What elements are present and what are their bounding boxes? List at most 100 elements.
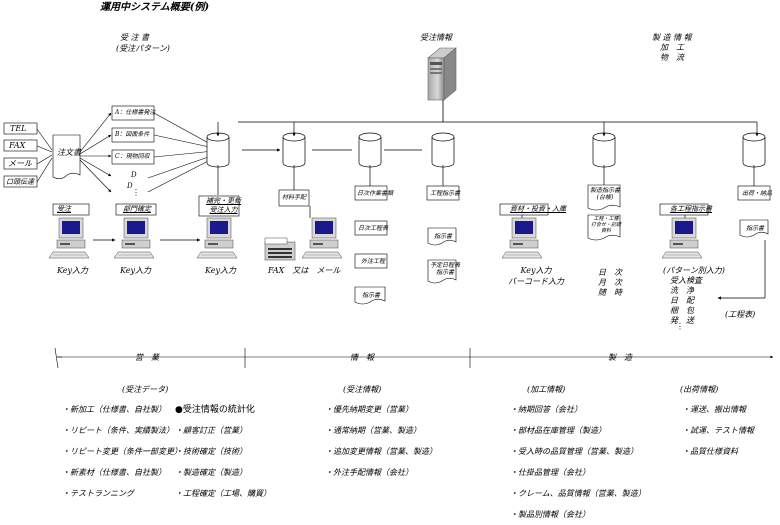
order-form-document <box>52 134 81 180</box>
order-info-header: 受注情報 <box>420 33 452 42</box>
process-label: 工程指示書 <box>430 190 461 197</box>
pattern-b: B：図面条件 <box>115 131 150 138</box>
workstation-computer-icon <box>196 217 238 259</box>
process-box <box>426 185 460 201</box>
workstations <box>48 195 709 259</box>
pattern-arrows <box>79 112 112 193</box>
section-list-item: ・仕掛品管理（会社） <box>510 468 590 477</box>
phase-mfg: 製 造 <box>608 353 632 362</box>
workstation-computer-icon <box>501 217 543 259</box>
workstation-label-1: 部門確定 <box>123 205 151 213</box>
period-daily: 日 次 <box>598 268 622 277</box>
document-shapes <box>278 184 771 305</box>
workstation-computer-icon <box>113 217 155 259</box>
input-tel: TEL <box>10 124 27 133</box>
database-cylinder-icon <box>742 132 766 168</box>
section-title-order-data: (受注データ) <box>122 385 169 394</box>
database-cylinders <box>206 132 766 168</box>
process-doc-label-2: 予定日程表 指示書 <box>430 262 461 276</box>
process-doc-label-1: 指示書 <box>434 233 453 240</box>
pattern-input-ellipsis: ⋮ <box>676 322 684 331</box>
section-list-item: ・試運、テスト情報 <box>682 426 754 435</box>
workstation-caption-3: FAX 又は メール <box>268 266 341 275</box>
database-cylinder-icon <box>282 132 306 168</box>
server-icon <box>427 47 457 101</box>
daily-box-1 <box>354 185 388 201</box>
workstation-computer-icon <box>48 217 90 259</box>
section-list-item: ・新素材（仕様書、自社製） <box>62 468 166 477</box>
order-form-label: 注文書 <box>57 148 81 157</box>
daily-label-2: 日次工程表 <box>358 225 389 232</box>
workstation-label-box <box>198 195 240 217</box>
phase-timeline <box>54 347 774 369</box>
section-list-item: ●受注情報の統計化 <box>175 405 255 415</box>
workstation-arrows <box>93 205 766 300</box>
phase-info: 情 報 <box>350 353 374 362</box>
input-mail: メール <box>8 159 32 168</box>
mfg-info-header: 製 造 情 報 <box>652 33 692 42</box>
section-list-item: ・受入時の品質管理（営業、製造） <box>510 447 638 456</box>
mfg-calc-document <box>587 214 621 241</box>
section-list-item: ・製品別情報（会社） <box>510 510 590 519</box>
workstation-label-0: 受注 <box>57 205 71 213</box>
phase-sales: 営 業 <box>135 353 159 362</box>
workstation-caption-2: Key入力 <box>205 266 237 275</box>
pattern-d2: D <box>127 182 133 190</box>
input-fax: FAX <box>9 141 26 150</box>
workstation-computer-icon <box>661 217 703 259</box>
pattern-input-2: 洗 浄 <box>670 286 694 295</box>
shipping-document <box>739 219 769 238</box>
input-boxes <box>3 122 53 188</box>
section-list-item: ・品質仕様資料 <box>682 447 738 456</box>
workstation-label-4: 資材・投資・入庫 <box>510 205 566 213</box>
workstation-label-2: 補完・更新 受注入力 <box>206 197 241 214</box>
section-list-item: ・技術確定（技術） <box>175 447 247 456</box>
mfg-calc-label: 工程・工種 打合せ・記録 資料 <box>591 216 622 234</box>
workstation-caption-0: Key入力 <box>57 266 89 275</box>
mfg-process-header: 加 工 <box>660 43 684 52</box>
mfg-record-document <box>587 184 621 211</box>
section-list-item: ・リピート（条件、実績製法） <box>62 426 174 435</box>
section-list-item: ・リピート変更（条件一部変更） <box>62 447 182 456</box>
shipping-box <box>737 185 771 201</box>
daily-box-2 <box>354 220 388 236</box>
period-monthly: 月 次 <box>598 278 622 287</box>
section-title-shipping-info: (出荷情報) <box>680 385 719 394</box>
section-list-item: ・優先納期変更（営業） <box>325 405 413 414</box>
workstation-label-5: 各工程指示書 <box>670 205 712 213</box>
mfg-logistics-header: 物 流 <box>660 53 684 62</box>
workstation-caption-4: Key入力 バーコード入力 <box>508 266 564 286</box>
workstation-caption-1: Key入力 <box>120 266 152 275</box>
pattern-input-3: 日 配 <box>670 296 694 305</box>
process-document-2 <box>427 259 457 284</box>
shipping-label: 出荷・納品 <box>742 190 773 197</box>
pattern-boxes <box>111 105 155 165</box>
workstation-computer-icon <box>301 217 343 259</box>
workstation-label-box <box>115 203 157 216</box>
daily-label-1: 日次作業書類 <box>357 190 394 197</box>
pattern-input-1: 受入検査 <box>670 276 702 285</box>
page-title: 運用中システム概要(例) <box>100 2 210 13</box>
section-list-item: ・テストランニング <box>62 489 134 498</box>
pattern-input-5: 発 送 <box>670 316 694 325</box>
workstation-label-box <box>659 203 709 216</box>
section-title-order-info: (受注情報) <box>343 385 382 394</box>
fax-machine-icon <box>264 237 296 261</box>
pattern-to-db-arrows <box>147 112 215 193</box>
section-list-item: ・外注手配情報（会社） <box>325 468 413 477</box>
section-list-item: ・通常納期（営業、製造） <box>325 426 421 435</box>
database-cylinder-icon <box>592 132 616 168</box>
daily-document <box>354 286 386 305</box>
order-book-header: 受 注 書 <box>120 33 150 42</box>
material-label: 材料手配 <box>282 194 307 201</box>
pattern-input-0: (パターン別入力) <box>663 266 725 275</box>
section-list-item: ・新加工（仕様書、自社製） <box>62 405 166 414</box>
workstation-label-box <box>499 203 549 216</box>
daily-doc-label: 指示書 <box>362 292 381 299</box>
section-list-item: ・運送、搬出情報 <box>682 405 746 414</box>
section-list-item: ・クレーム、品質情報（営業、製造） <box>510 489 646 498</box>
section-list-item: ・追加変更情報（営業、製造） <box>325 447 437 456</box>
pattern-a: A：仕様書発注 <box>115 109 156 116</box>
daily-label-3: 外注工程 <box>361 258 386 265</box>
